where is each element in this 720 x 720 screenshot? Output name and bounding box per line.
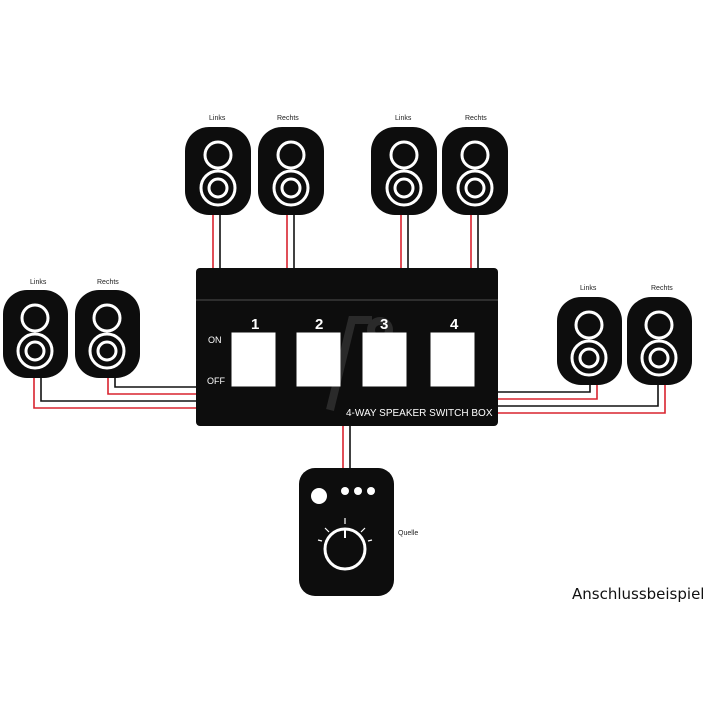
on-label: ON <box>208 335 222 345</box>
speaker-label: Links <box>395 115 412 122</box>
source-amplifier: Quelle <box>299 468 418 596</box>
speaker-left-links: Links <box>3 279 68 378</box>
switch-4[interactable] <box>430 332 475 387</box>
switch-4-number: 4 <box>450 316 459 333</box>
power-indicator <box>311 488 327 504</box>
speaker-right-rechts: Rechts <box>627 285 692 385</box>
off-label: OFF <box>207 376 225 386</box>
speaker-label: Rechts <box>97 279 119 286</box>
speaker-label: Links <box>580 285 597 292</box>
speaker-label: Rechts <box>465 115 487 122</box>
speaker-top-right-links: Links <box>371 115 437 215</box>
switch-2[interactable] <box>296 332 341 387</box>
speaker-top-right-rechts: Rechts <box>442 115 508 215</box>
speaker-left-rechts: Rechts <box>75 279 140 378</box>
speaker-wires <box>33 215 666 470</box>
speaker-right-links: Links <box>557 285 622 385</box>
speaker-label: Rechts <box>651 285 673 292</box>
switch-1-number: 1 <box>251 316 259 333</box>
source-label: Quelle <box>398 530 418 537</box>
switch-3-number: 3 <box>380 316 388 333</box>
speaker-label: Links <box>209 115 226 122</box>
switch-box: ON OFF 1 2 3 4 4-WAY SPEAKER SWITCH BOX <box>196 268 498 426</box>
speaker-label: Rechts <box>277 115 299 122</box>
speaker-label: Links <box>30 279 47 286</box>
volume-knob[interactable] <box>317 518 373 571</box>
switch-2-number: 2 <box>315 316 323 333</box>
switch-box-title: 4-WAY SPEAKER SWITCH BOX <box>346 408 493 419</box>
diagram-caption: Anschlussbeispiel <box>572 585 704 603</box>
switch-3[interactable] <box>362 332 407 387</box>
speaker-top-left-rechts: Rechts <box>258 115 324 215</box>
switch-1[interactable] <box>231 332 276 387</box>
speaker-top-left-links: Links <box>185 115 251 215</box>
